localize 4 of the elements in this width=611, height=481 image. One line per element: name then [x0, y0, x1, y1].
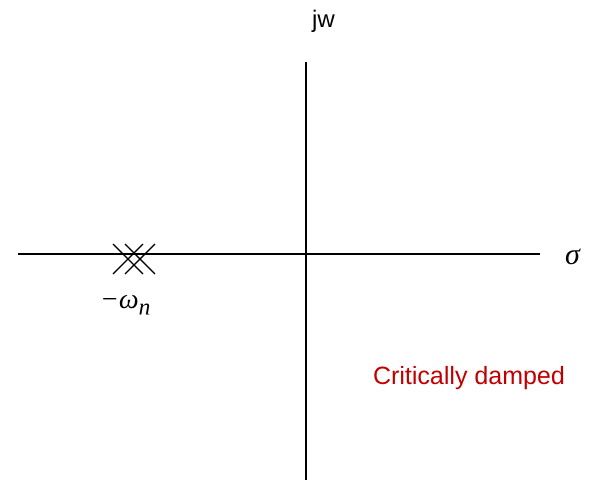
annotation: Critically damped — [373, 364, 565, 389]
axis-label: σ — [565, 240, 580, 270]
pole-label: −ω$_{n}$ — [100, 286, 150, 320]
axis-label: jw — [312, 8, 335, 32]
